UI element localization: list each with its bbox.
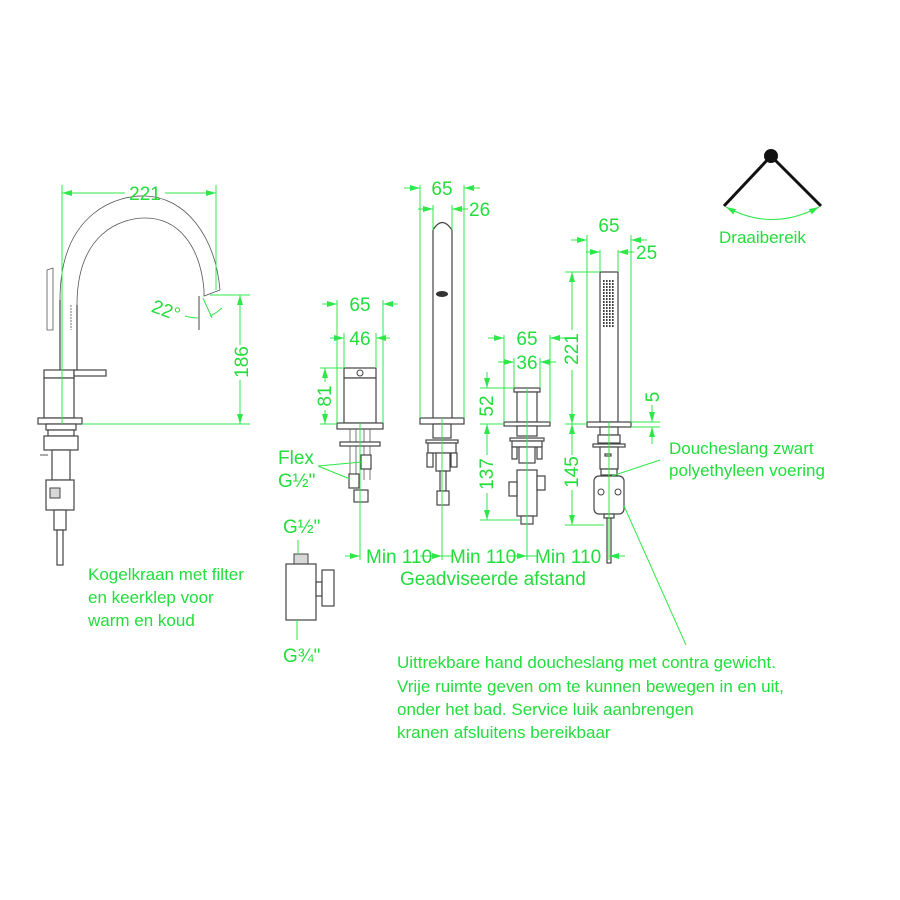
rotation-range-symbol: Draaibereik bbox=[719, 149, 823, 247]
diverter-height-below-dim: 137 bbox=[477, 458, 498, 490]
diverter-height-above-dim: 52 bbox=[477, 395, 498, 416]
mixer-outer-width-dim: 65 bbox=[349, 295, 370, 316]
flex-label: Flex bbox=[278, 448, 314, 469]
ball-valve-thread-top: G½" bbox=[283, 517, 320, 538]
hose-note: Doucheslang zwart polyethyleen voering bbox=[669, 439, 825, 480]
flex-thread-label: G½" bbox=[278, 471, 315, 492]
mixer-assembly: 65 46 81 Flex G½" bbox=[278, 295, 398, 560]
ball-valve-note-line-1: Kogelkraan met filter bbox=[88, 565, 244, 584]
ball-valve-thread-bottom: G¾" bbox=[283, 646, 320, 667]
shower-below-deck-dim: 145 bbox=[562, 456, 583, 488]
diverter-outer-width-dim: 65 bbox=[516, 329, 537, 350]
ball-valve-note-line-2: en keerklep voor bbox=[88, 588, 214, 607]
shower-height-dim: 221 bbox=[562, 333, 583, 365]
diverter-inner-width-dim: 36 bbox=[516, 353, 537, 374]
diverter-assembly: 65 36 52 137 bbox=[477, 329, 566, 560]
spout-height-dim: 186 bbox=[232, 346, 253, 378]
spacing-gap-2: Min 110 bbox=[450, 547, 516, 568]
shower-plate-dim: 5 bbox=[643, 392, 664, 403]
spacing-caption: Geadviseerde afstand bbox=[400, 569, 586, 590]
pivot-icon bbox=[764, 149, 778, 163]
shower-outer-width-dim: 65 bbox=[598, 216, 619, 237]
hose-note-line-1: Doucheslang zwart bbox=[669, 439, 814, 458]
tall-valve-inner-width-dim: 26 bbox=[469, 200, 490, 221]
ball-valve-note-line-3: warm en koud bbox=[87, 611, 195, 630]
shower-nozzle-grid bbox=[602, 280, 616, 328]
pullout-note-line-1: Uittrekbare hand doucheslang met contra … bbox=[397, 653, 776, 672]
spout-angle-dim: 22° bbox=[149, 296, 183, 326]
pullout-note-line-4: kranen afsluitens bereikbaar bbox=[397, 723, 611, 742]
ball-valve-assembly: G½" G¾" Kogelkraan met filter en keerkle… bbox=[87, 517, 335, 667]
spout-assembly: 221 186 22° bbox=[37, 184, 253, 566]
hand-shower-assembly: 65 25 221 145 5 bbox=[562, 216, 687, 646]
spacing-gap-3: Min 110 bbox=[535, 547, 601, 568]
spacing-gap-1: Min 110 bbox=[366, 547, 432, 568]
pullout-note-line-2: Vrije ruimte geven om te kunnen bewegen … bbox=[397, 677, 784, 696]
pullout-note-line-3: onder het bad. Service luik aanbrengen bbox=[397, 700, 694, 719]
pullout-note: Uittrekbare hand doucheslang met contra … bbox=[397, 653, 784, 742]
spacing-dimensions: Min 110 Min 110 Min 110 Geadviseerde afs… bbox=[345, 547, 625, 590]
shower-inner-width-dim: 25 bbox=[636, 243, 657, 264]
rotation-label: Draaibereik bbox=[719, 228, 806, 247]
spout-width-dim: 221 bbox=[129, 184, 161, 205]
tall-valve-outer-width-dim: 65 bbox=[431, 179, 452, 200]
mixer-height-dim: 81 bbox=[315, 385, 336, 406]
hose-note-line-2: polyethyleen voering bbox=[669, 461, 825, 480]
tall-valve-assembly: 65 26 bbox=[404, 179, 490, 560]
mixer-inner-width-dim: 46 bbox=[349, 329, 370, 350]
